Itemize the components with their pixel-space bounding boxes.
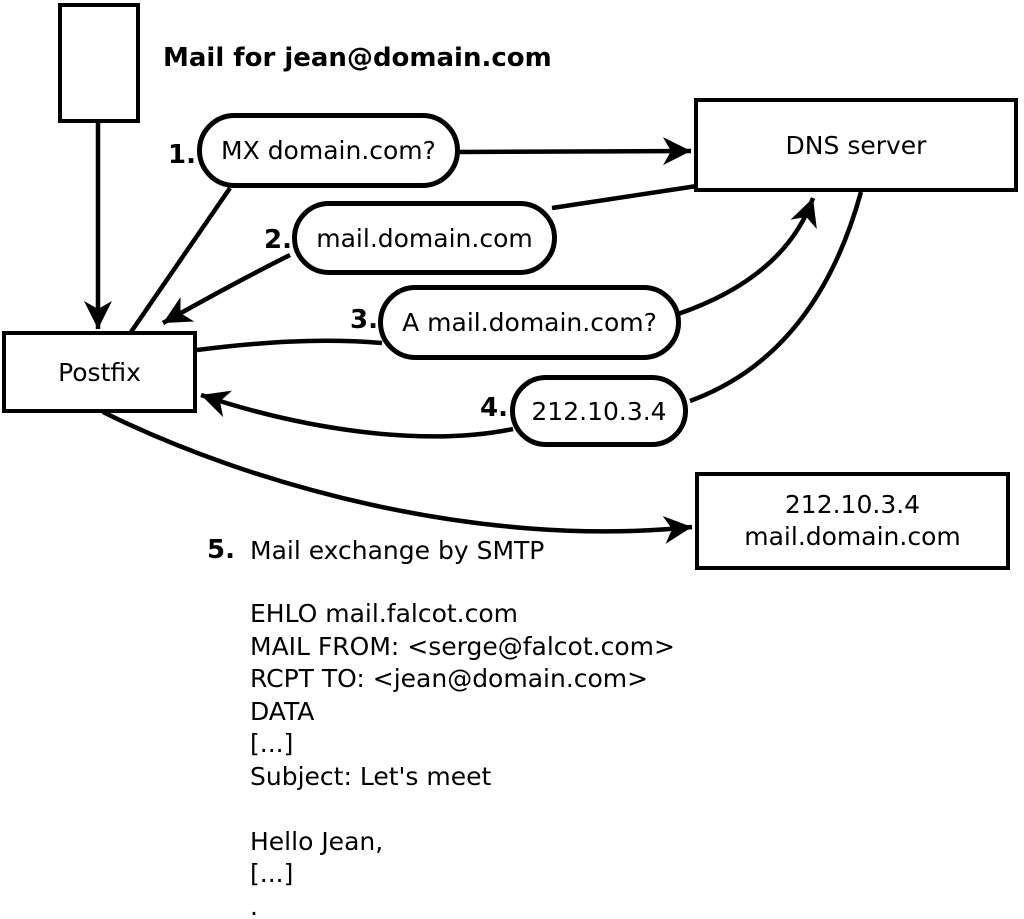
step1-number: 1. <box>168 140 196 170</box>
reply4-pill: 212.10.3.4 <box>510 375 688 447</box>
query1-label: MX domain.com? <box>221 136 436 165</box>
smtp-line-rcptto: RCPT TO: <jean@domain.com> <box>250 664 649 693</box>
edge-postfix-to-query1 <box>129 186 232 334</box>
step3-number: 3. <box>350 305 378 335</box>
smtp-line-data: DATA <box>250 696 315 726</box>
smtp-line-ellipsis1: [...] <box>250 729 294 758</box>
dns-server-label: DNS server <box>785 130 927 160</box>
step4-number: 4. <box>480 393 508 423</box>
query3-label: A mail.domain.com? <box>402 308 657 337</box>
smtp-line-subject: Subject: Let's meet <box>250 761 492 791</box>
edge-dns-to-reply4 <box>689 191 864 404</box>
edge-dns-to-reply2 <box>551 183 698 211</box>
reply2-pill: mail.domain.com <box>292 201 557 275</box>
destination-server-box: 212.10.3.4 mail.domain.com <box>695 472 1010 570</box>
postfix-label: Postfix <box>58 357 141 387</box>
arrow-query3-to-dns <box>677 197 817 317</box>
destination-ip: 212.10.3.4 <box>784 490 921 519</box>
arrow-postfix-to-mailserver <box>101 409 693 544</box>
step5-number: 5. <box>207 535 235 565</box>
smtp-session-transcript: EHLO mail.falcot.com MAIL FROM: <serge@f… <box>250 598 675 919</box>
step2-number: 2. <box>264 225 292 255</box>
step5-label: Mail exchange by SMTP <box>250 536 545 565</box>
postfix-box: Postfix <box>2 331 197 413</box>
reply4-label: 212.10.3.4 <box>531 396 667 426</box>
arrow-query1-to-dns <box>457 137 692 166</box>
destination-hostname: mail.domain.com <box>744 522 961 551</box>
arrow-reply4-to-postfix <box>200 390 514 439</box>
smtp-line-blank <box>250 793 675 826</box>
smtp-line-ellipsis2: [...] <box>250 859 294 888</box>
arrow-reply2-to-postfix <box>161 252 292 325</box>
dns-server-box: DNS server <box>694 98 1018 192</box>
smtp-line-hello: Hello Jean, <box>250 826 384 856</box>
mail-envelope-box <box>58 3 140 123</box>
mail-for-note: Mail for jean@domain.com <box>163 43 552 73</box>
edge-postfix-to-query3 <box>196 338 383 353</box>
query1-pill: MX domain.com? <box>197 113 460 188</box>
reply2-label: mail.domain.com <box>316 223 533 253</box>
smtp-line-mailfrom: MAIL FROM: <serge@falcot.com> <box>250 631 675 661</box>
query3-pill: A mail.domain.com? <box>378 285 681 360</box>
smtp-line-ehlo: EHLO mail.falcot.com <box>250 599 519 628</box>
smtp-line-enddot: . <box>250 891 258 919</box>
